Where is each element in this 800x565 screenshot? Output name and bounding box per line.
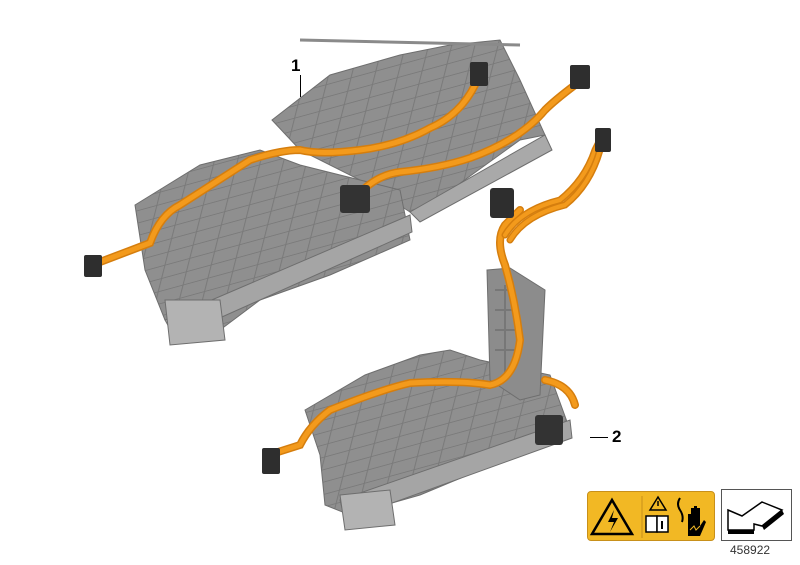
lower-cable [274,136,604,456]
callout-leader-1 [300,75,301,97]
upper-connectors [84,62,590,277]
callout-leader-2 [590,437,608,438]
electric-hand-icon [677,497,706,536]
manual-info-icon [645,515,669,533]
callout-number-1[interactable]: 1 [291,56,301,75]
caution-triangle-icon [648,495,668,511]
callout-number-2[interactable]: 2 [612,427,622,446]
page-fold-arrow-icon [727,501,784,534]
page-fold-icon-box [721,489,792,541]
high-voltage-warning-label [587,491,715,541]
diagram-id: 458922 [730,543,771,557]
lower-connectors [262,128,611,474]
high-voltage-warning-icon [589,497,635,536]
upper-cable-main [96,81,579,266]
